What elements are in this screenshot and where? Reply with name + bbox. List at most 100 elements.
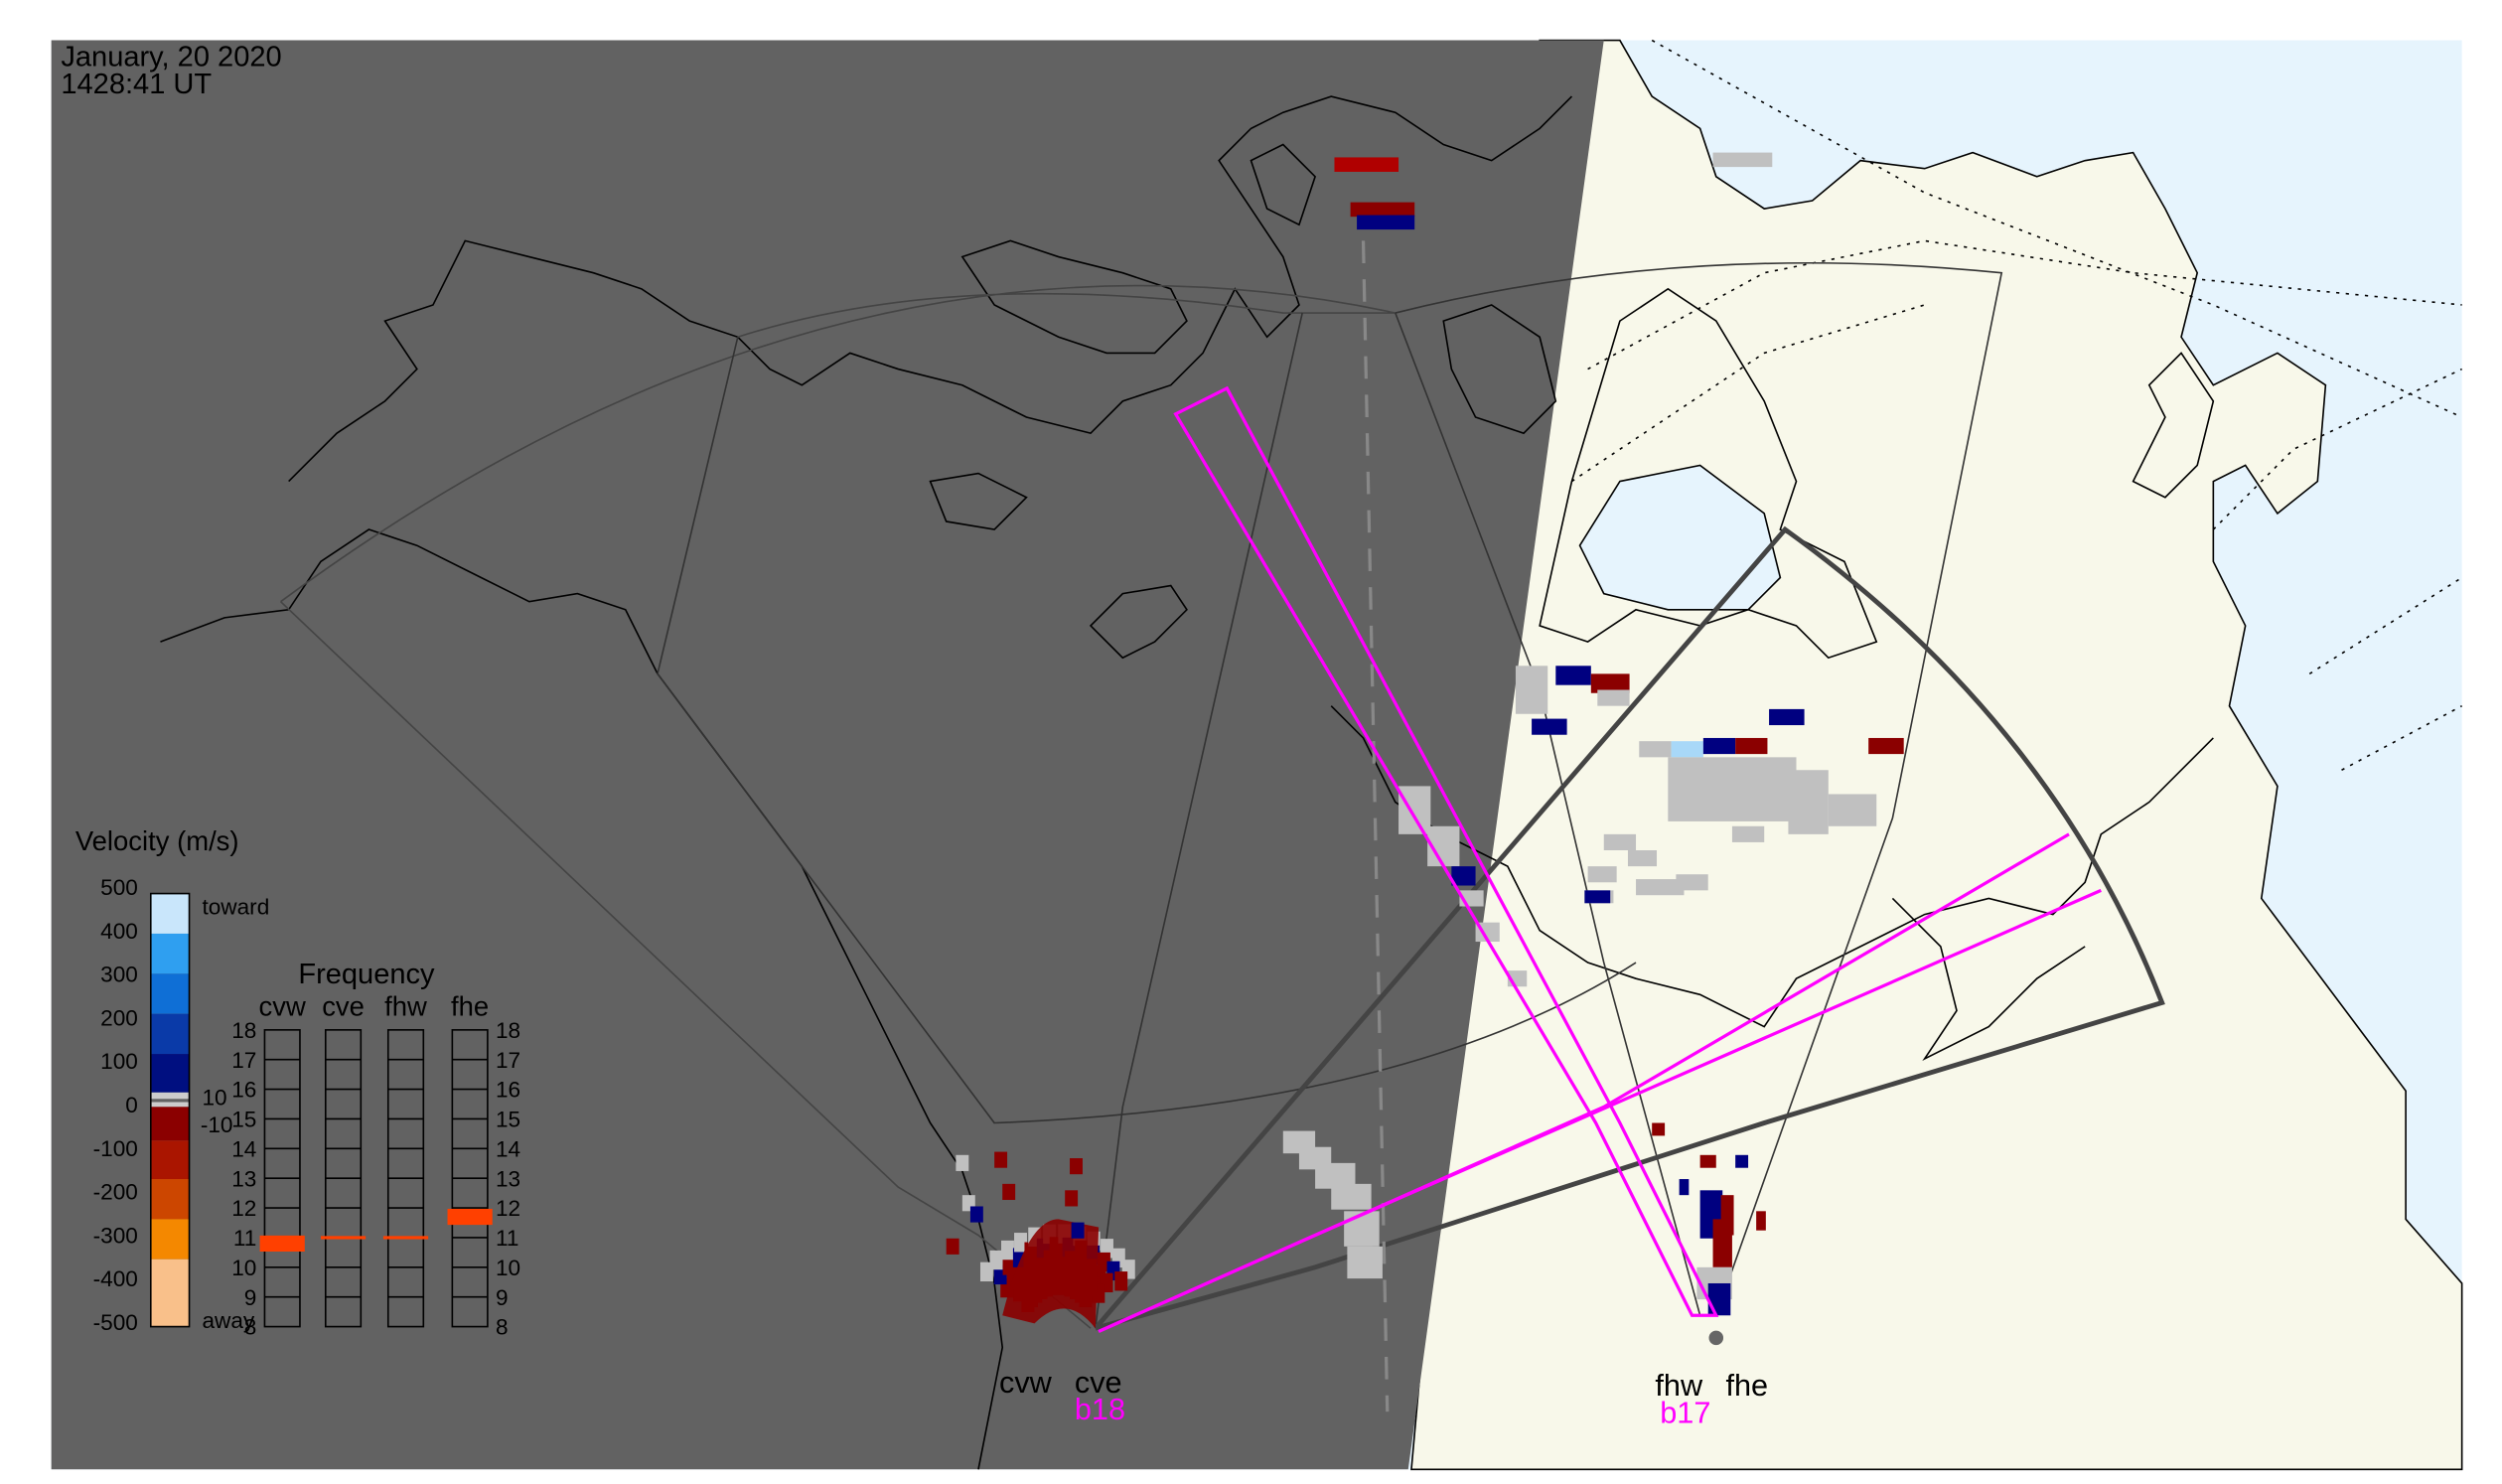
beam-b17 [1173, 385, 1719, 1317]
frequency-tick-right: 12 [496, 1196, 520, 1221]
frequency-radar-label: fhe [451, 990, 489, 1021]
scatter-cell [1699, 1154, 1716, 1168]
frequency-tick-right: 9 [496, 1285, 509, 1310]
scatter-cell [1731, 825, 1765, 842]
scatter-cell [1639, 741, 1672, 758]
frequency-tick-right: 10 [496, 1256, 520, 1280]
radar-site-fh [1708, 1330, 1724, 1346]
velocity-colorbar [149, 892, 191, 1328]
ground-scatter-cell [1347, 1246, 1383, 1279]
scatter-cell [1756, 1211, 1766, 1231]
toward-label: toward [202, 895, 269, 920]
frequency-tick-left: 17 [231, 1048, 256, 1073]
scatter-cell [1712, 152, 1773, 168]
frequency-marker [382, 1236, 429, 1240]
scatter-cell [1555, 666, 1591, 685]
frequency-tick-right: 13 [496, 1166, 520, 1191]
frequency-marker [447, 1208, 493, 1226]
scatter-cell [1668, 757, 1797, 821]
velocity-tick: 100 [100, 1049, 138, 1074]
frequency-tick-left: 10 [231, 1256, 256, 1280]
colorbar-segment [150, 1102, 190, 1108]
hudson-bay [1578, 464, 1782, 611]
away-label: away [202, 1308, 254, 1333]
scatter-cell [1587, 866, 1617, 883]
scatter-cell [1828, 794, 1877, 826]
frequency-radar-label: cve [322, 990, 365, 1021]
radar-label-fhw: fhw [1655, 1368, 1703, 1403]
scatter-cell [1451, 866, 1476, 886]
colorbar-segment [150, 1259, 190, 1327]
frequency-tick-left: 8 [244, 1315, 257, 1340]
frequency-marker [320, 1236, 367, 1240]
night-region [51, 40, 1604, 1470]
velocity-tick: 400 [100, 919, 138, 944]
velocity-tick: -300 [93, 1223, 138, 1248]
colorbar-segment [150, 893, 190, 934]
frequency-tick-left: 18 [231, 1018, 256, 1043]
frequency-marker [259, 1235, 305, 1253]
radar-scatter-cells [946, 152, 1904, 1329]
beam-b18-lower [1098, 888, 2102, 1333]
frequency-tick-left: 13 [231, 1166, 256, 1191]
scatter-cell [1769, 708, 1805, 726]
frequency-tick-left: 11 [233, 1226, 256, 1251]
scatter-cell [1603, 833, 1637, 850]
scatter-cell [1357, 215, 1415, 230]
velocity-tick: -500 [93, 1310, 138, 1335]
scatter-cell [1702, 737, 1736, 755]
velocity-legend: Velocity (m/s) 5004003002001000-100-200-… [75, 825, 269, 1335]
scatter-cell [1735, 737, 1768, 755]
frequency-tick-right: 18 [496, 1018, 520, 1043]
frequency-tick-right: 14 [496, 1136, 520, 1161]
velocity-legend-title: Velocity (m/s) [75, 825, 239, 856]
frequency-tick-right: 17 [496, 1048, 520, 1073]
scatter-cell [1065, 1190, 1079, 1207]
velocity-tick: -400 [93, 1266, 138, 1291]
frequency-tick-right: 11 [496, 1226, 518, 1251]
scatter-cell [1652, 1122, 1666, 1136]
scatter-cell [994, 1151, 1008, 1168]
scatter-cell [1788, 770, 1829, 834]
velocity-tick: 500 [100, 875, 138, 900]
scatter-cell [1002, 1256, 1016, 1275]
date-label: January, 20 2020 [61, 41, 281, 73]
colorbar-border [149, 892, 191, 1328]
colorbar-segment [150, 1179, 190, 1220]
beams [1098, 385, 2102, 1333]
frequency-tick-left: 12 [231, 1196, 256, 1221]
scatter-cell [989, 1250, 1003, 1270]
velocity-tick: 200 [100, 1005, 138, 1030]
scatter-cell [1636, 879, 1685, 896]
colorbar-segment [150, 1107, 190, 1141]
scatter-cell [1590, 673, 1630, 693]
scatter-cell [956, 1154, 969, 1171]
colorbar-segment [150, 933, 190, 974]
frequency-tick-left: 16 [231, 1078, 256, 1103]
scatter-cell [1676, 874, 1708, 891]
radar-label-fhe: fhe [1725, 1368, 1768, 1403]
radar-label-cvw: cvw [999, 1365, 1053, 1400]
scatter-cell [1014, 1233, 1027, 1253]
scatter-cell [1071, 1222, 1085, 1239]
frequency-tick-left: 14 [231, 1136, 256, 1161]
scatter-cell [1350, 202, 1415, 218]
scatter-cell [1584, 890, 1611, 904]
scatter-cell-cluster [1002, 1219, 1100, 1329]
velocity-tick: -200 [93, 1180, 138, 1205]
scatter-cell [1070, 1158, 1083, 1175]
scatter-cell [1515, 666, 1548, 714]
scatter-cell [1868, 737, 1904, 755]
scatter-cell [1707, 1282, 1731, 1316]
velocity-tick: 300 [100, 963, 138, 987]
colorbar-segment [150, 1013, 190, 1055]
beam-label-b18: b18 [1075, 1392, 1125, 1426]
scatter-cell [969, 1206, 983, 1223]
frequency-tick-left: 9 [244, 1285, 257, 1310]
colorbar-segment [150, 1140, 190, 1180]
scatter-cell [1597, 689, 1630, 706]
